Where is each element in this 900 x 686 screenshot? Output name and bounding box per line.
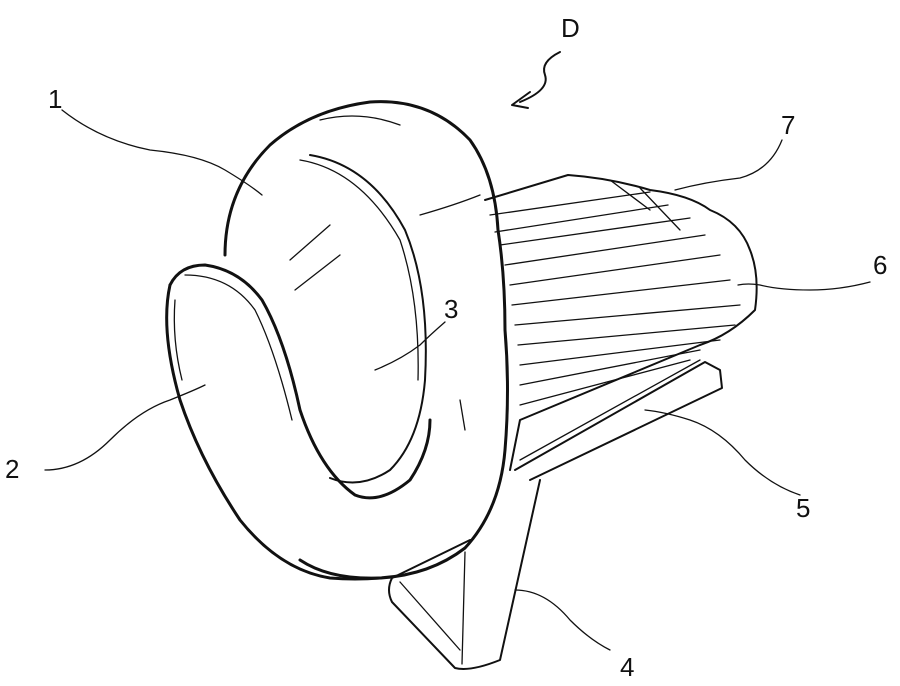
label-7: 7 xyxy=(781,110,795,140)
part-5-leg xyxy=(514,359,723,481)
label-4: 4 xyxy=(620,652,634,682)
part-4-clip xyxy=(388,479,541,670)
label-5: 5 xyxy=(796,493,810,523)
part-6-ribbed-body xyxy=(484,174,758,471)
view-label-d: D xyxy=(561,13,580,43)
leader-lines xyxy=(44,109,871,651)
part-1-knob xyxy=(223,100,509,580)
label-6: 6 xyxy=(873,250,887,280)
label-3: 3 xyxy=(444,294,458,324)
label-2: 2 xyxy=(5,454,19,484)
view-arrow xyxy=(511,51,561,109)
label-1: 1 xyxy=(48,84,62,114)
part-2-cradle xyxy=(165,263,432,581)
